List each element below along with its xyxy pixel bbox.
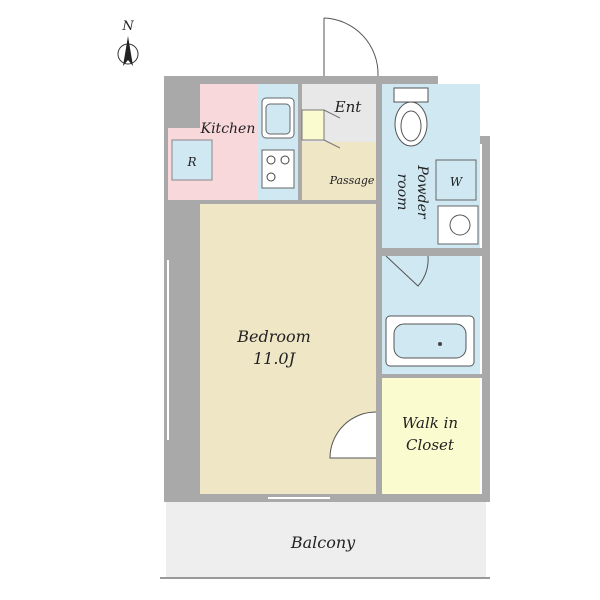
entrance-label: Ent <box>334 98 363 116</box>
wash-basin-icon <box>437 205 479 245</box>
windows <box>167 260 330 499</box>
closet-door-icon <box>329 411 377 459</box>
fridge-icon <box>171 139 213 181</box>
passage-area <box>302 142 376 200</box>
fridge-label: R <box>186 155 196 169</box>
closet-label-line2: Closet <box>406 436 455 454</box>
bath-door-icon <box>385 255 429 287</box>
entrance-door-icon <box>323 17 379 77</box>
powder-room-label-line2: room <box>394 174 410 211</box>
kitchen-sink-icon <box>261 97 295 139</box>
bathtub-icon <box>385 315 475 367</box>
interior-walls <box>200 84 482 494</box>
passage-label: Passage <box>329 174 375 187</box>
balcony-label: Balcony <box>290 533 356 552</box>
balcony-area <box>166 502 486 578</box>
compass-label: N <box>121 19 134 34</box>
stove-icon <box>261 149 295 189</box>
shoe-cabinet-icon <box>301 109 341 149</box>
closet-label-line1: Walk in <box>402 414 458 432</box>
toilet-icon <box>393 87 429 147</box>
bedroom-size-label: 11.0J <box>253 349 297 368</box>
powder-room-label-line1: Powder <box>414 164 430 220</box>
closet-area <box>382 378 480 494</box>
kitchen-label: Kitchen <box>200 121 256 137</box>
washer-label: W <box>450 175 464 189</box>
washer-icon <box>435 159 477 201</box>
bedroom-label: Bedroom <box>236 327 311 346</box>
north-compass-icon: N <box>117 19 139 66</box>
